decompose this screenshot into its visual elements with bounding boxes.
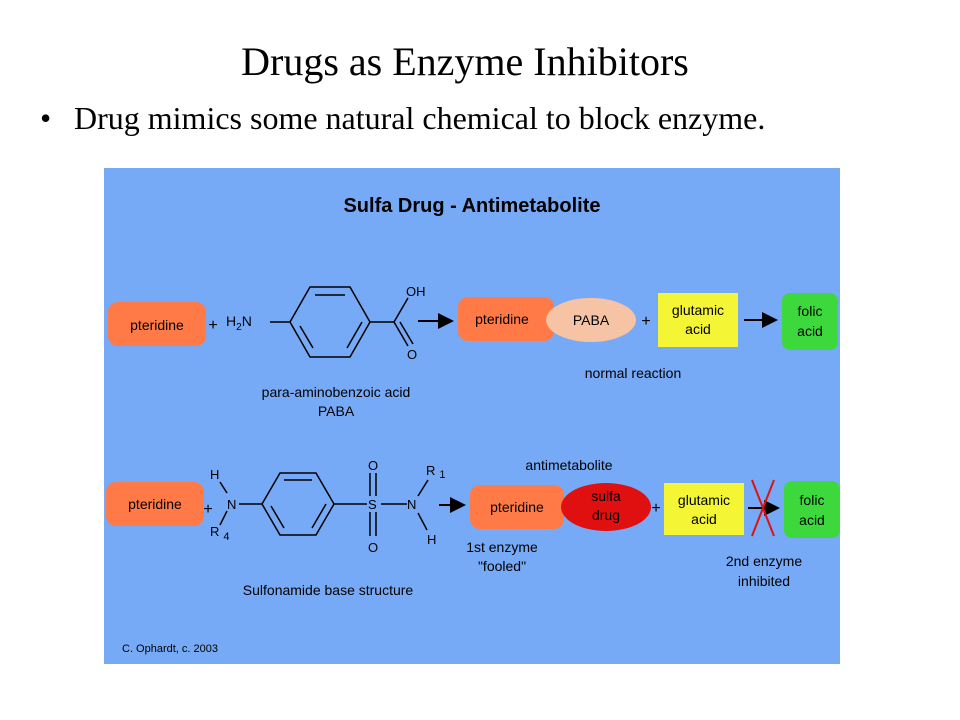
folic-acid-box-2: [784, 481, 840, 538]
amide-h-label: H: [427, 532, 436, 547]
pteridine-box: [108, 302, 206, 346]
plus-sign-3: +: [203, 501, 212, 518]
sulfa-drug-diagram: Sulfa Drug - Antimetabolite pteridine + …: [104, 168, 840, 664]
sulfonyl-o-top-label: O: [368, 458, 378, 473]
diagram-canvas: Sulfa Drug - Antimetabolite pteridine + …: [106, 195, 840, 655]
glutamic-acid-box-2: [664, 483, 744, 535]
sulfonamide-caption: Sulfonamide base structure: [243, 582, 414, 598]
slide-title: Drugs as Enzyme Inhibitors: [241, 39, 689, 84]
folic-acid-box: [782, 293, 838, 350]
plus-sign-2: +: [641, 313, 650, 330]
product-pteridine-label: pteridine: [475, 311, 529, 327]
glutamic-label-1: glutamic: [672, 302, 724, 318]
folic-label-3: folic: [800, 492, 825, 508]
carbonyl-o-label: O: [407, 347, 417, 362]
sulfa-drug-ellipse: [561, 483, 651, 531]
pteridine-label-2: pteridine: [128, 496, 182, 512]
pteridine-label: pteridine: [130, 317, 184, 333]
bullet-point: • Drug mimics some natural chemical to bl…: [40, 100, 765, 137]
folic-label-1: folic: [798, 303, 823, 319]
paba-name: para-aminobenzoic acid: [262, 384, 411, 400]
amide-n-label: N: [407, 497, 416, 512]
sulfonamide-molecule: [219, 472, 429, 536]
glutamic-label-3: glutamic: [678, 492, 730, 508]
credit-text: C. Ophardt, c. 2003: [122, 643, 218, 655]
plus-sign-4: +: [651, 500, 660, 517]
bullet-icon: •: [40, 100, 52, 136]
glutamic-acid-box: [658, 293, 738, 347]
glutamic-label-2: acid: [685, 321, 711, 337]
fooled-pteridine-label: pteridine: [490, 499, 544, 515]
product-pteridine-box: [458, 297, 554, 341]
sulfur-label: S: [368, 497, 377, 512]
block-x-icon: [751, 479, 775, 537]
pteridine-box-2: [106, 482, 204, 526]
antimetabolite-label: antimetabolite: [525, 457, 612, 473]
folic-label-4: acid: [799, 512, 825, 528]
normal-reaction-caption: normal reaction: [585, 365, 682, 381]
paba-abbr: PABA: [318, 403, 355, 419]
enzyme1-label-1: 1st enzyme: [466, 539, 538, 555]
plus-sign: +: [208, 317, 217, 334]
enzyme2-label-2: inhibited: [738, 573, 790, 589]
amine-h2: H2N: [226, 313, 252, 333]
paba-ellipse-label: PABA: [573, 312, 610, 328]
sulfonyl-o-bottom-label: O: [368, 540, 378, 555]
glutamic-label-4: acid: [691, 511, 717, 527]
diagram-title: Sulfa Drug - Antimetabolite: [343, 195, 600, 217]
fooled-pteridine-box: [470, 485, 564, 529]
enzyme1-label-2: "fooled": [478, 558, 526, 574]
enzyme2-label-1: 2nd enzyme: [726, 553, 802, 569]
amine-n-label: N: [227, 497, 236, 512]
paba-molecule: [270, 286, 414, 358]
amine-h-label: H: [210, 467, 219, 482]
bullet-text: Drug mimics some natural chemical to blo…: [74, 100, 766, 136]
paba-ellipse: [546, 298, 636, 342]
sulfa-label-1: sulfa: [591, 488, 621, 504]
oh-label: OH: [406, 284, 426, 299]
folic-label-2: acid: [797, 323, 823, 339]
sulfa-label-2: drug: [592, 507, 620, 523]
